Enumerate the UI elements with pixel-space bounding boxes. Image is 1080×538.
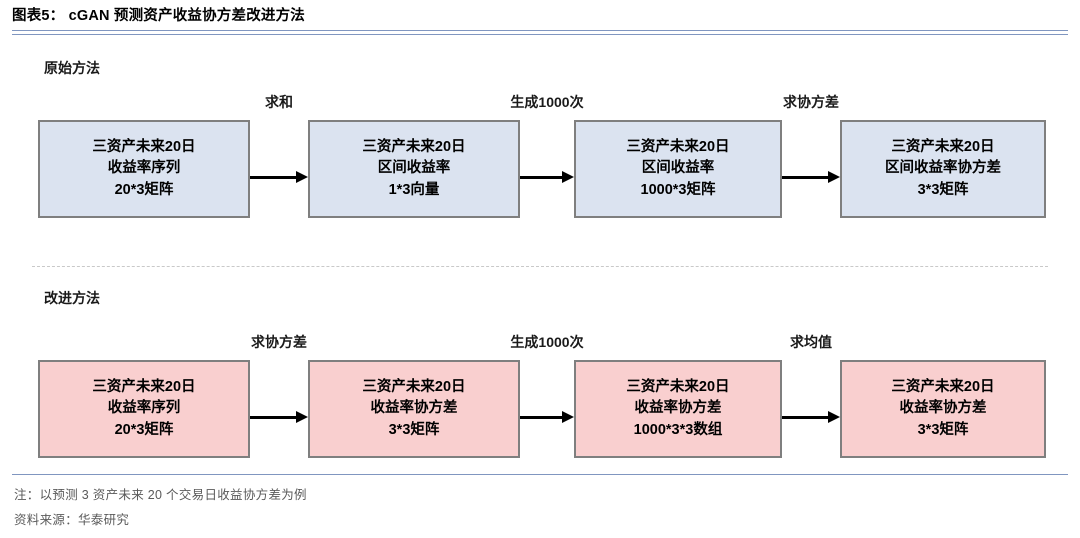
arrow-shaft	[782, 176, 828, 179]
arrow-shaft	[250, 176, 296, 179]
flow-box-line: 区间收益率	[377, 160, 451, 177]
flow-box-line: 3*3矩阵	[388, 421, 440, 438]
page-title: 图表5： cGAN 预测资产收益协方差改进方法	[12, 8, 306, 24]
flow-box-line: 三资产未来20日	[891, 139, 995, 156]
arrow-right-icon	[520, 411, 574, 423]
flow-box-line: 1*3向量	[388, 181, 440, 198]
arrow-label-improved-3: 求均值	[790, 334, 832, 350]
flow-box-line: 收益率协方差	[370, 400, 458, 417]
footer-divider-rule	[12, 474, 1068, 475]
arrow-head	[296, 411, 308, 423]
flow-box-improved-4: 三资产未来20日 收益率协方差 3*3矩阵	[840, 360, 1046, 458]
arrow-label-original-3: 求协方差	[783, 94, 839, 110]
arrow-shaft	[250, 416, 296, 419]
flow-box-improved-3: 三资产未来20日 收益率协方差 1000*3*3数组	[574, 360, 782, 458]
flow-box-line: 三资产未来20日	[626, 139, 730, 156]
flow-box-line: 三资产未来20日	[92, 379, 196, 396]
flow-box-line: 收益率协方差	[634, 400, 722, 417]
arrow-right-icon	[782, 171, 840, 183]
section-divider	[32, 266, 1048, 267]
footer-note: 注：以预测 3 资产未来 20 个交易日收益协方差为例	[14, 488, 307, 502]
flow-box-line: 20*3矩阵	[114, 421, 174, 438]
flow-box-line: 3*3矩阵	[917, 421, 969, 438]
arrow-shaft	[520, 176, 562, 179]
flow-box-line: 1000*3矩阵	[640, 181, 716, 198]
flow-box-line: 三资产未来20日	[362, 139, 466, 156]
flow-box-line: 收益率序列	[107, 400, 181, 417]
arrow-right-icon	[520, 171, 574, 183]
flow-box-original-1: 三资产未来20日 收益率序列 20*3矩阵	[38, 120, 250, 218]
flow-box-original-3: 三资产未来20日 区间收益率 1000*3矩阵	[574, 120, 782, 218]
arrow-label-original-1: 求和	[265, 94, 293, 110]
arrow-label-original-2: 生成1000次	[510, 94, 584, 110]
arrow-shaft	[782, 416, 828, 419]
flow-box-line: 20*3矩阵	[114, 181, 174, 198]
arrow-label-improved-1: 求协方差	[251, 334, 307, 350]
arrow-head	[562, 411, 574, 423]
flow-box-line: 区间收益率	[641, 160, 715, 177]
arrow-shaft	[520, 416, 562, 419]
flow-box-line: 区间收益率协方差	[885, 160, 1001, 177]
exhibit-header: 图表5： cGAN 预测资产收益协方差改进方法	[0, 0, 1080, 35]
flow-box-line: 三资产未来20日	[891, 379, 995, 396]
section-label-original-method: 原始方法	[44, 60, 100, 76]
flow-box-line: 收益率序列	[107, 160, 181, 177]
flow-box-improved-2: 三资产未来20日 收益率协方差 3*3矩阵	[308, 360, 520, 458]
flow-box-original-2: 三资产未来20日 区间收益率 1*3向量	[308, 120, 520, 218]
flow-box-line: 三资产未来20日	[92, 139, 196, 156]
arrow-right-icon	[782, 411, 840, 423]
flow-box-line: 收益率协方差	[899, 400, 987, 417]
arrow-right-icon	[250, 411, 308, 423]
arrow-head	[828, 411, 840, 423]
flow-box-line: 3*3矩阵	[917, 181, 969, 198]
flow-box-original-4: 三资产未来20日 区间收益率协方差 3*3矩阵	[840, 120, 1046, 218]
footer-source: 资料来源：华泰研究	[14, 513, 130, 527]
flow-box-line: 1000*3*3数组	[633, 421, 723, 438]
section-label-improved-method: 改进方法	[44, 290, 100, 306]
flow-box-line: 三资产未来20日	[362, 379, 466, 396]
arrow-right-icon	[250, 171, 308, 183]
flow-box-improved-1: 三资产未来20日 收益率序列 20*3矩阵	[38, 360, 250, 458]
flow-box-line: 三资产未来20日	[626, 379, 730, 396]
arrow-head	[296, 171, 308, 183]
arrow-head	[828, 171, 840, 183]
arrow-label-improved-2: 生成1000次	[510, 334, 584, 350]
header-divider-rule	[12, 30, 1068, 35]
arrow-head	[562, 171, 574, 183]
